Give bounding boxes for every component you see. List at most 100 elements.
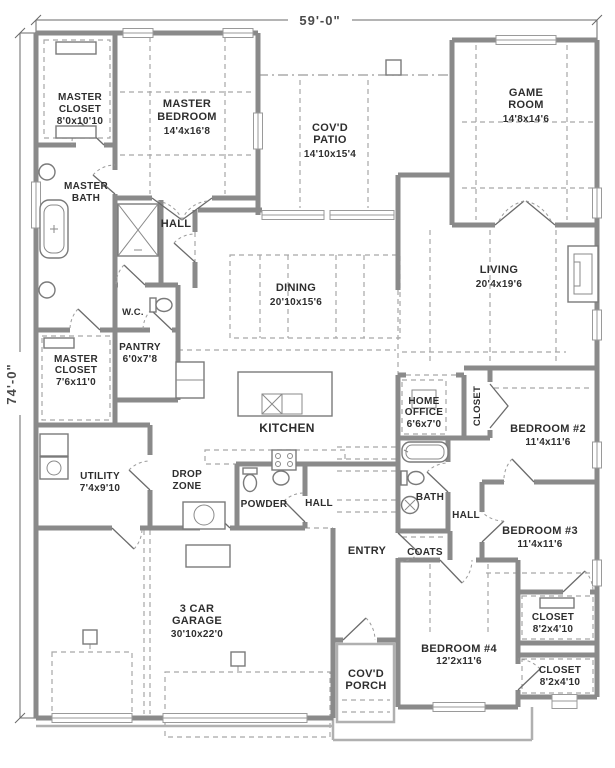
room-name: BEDROOM #3 bbox=[502, 525, 578, 537]
sink-drain bbox=[404, 499, 416, 511]
room-name: ZONE bbox=[173, 481, 202, 492]
room-name: BEDROOM #4 bbox=[421, 643, 497, 655]
toilet-icon bbox=[400, 470, 425, 486]
room-name: UTILITY bbox=[80, 471, 120, 482]
room-label-entry: ENTRY bbox=[348, 545, 387, 557]
window-icon bbox=[253, 112, 263, 150]
room-name: DINING bbox=[276, 282, 316, 294]
room-size: 6'0x7'8 bbox=[123, 354, 158, 365]
garage-door-icon bbox=[162, 713, 308, 723]
room-name: LIVING bbox=[480, 264, 518, 276]
room-label-game-room: GAME ROOM 14'8x14'6 bbox=[503, 87, 550, 125]
room-name: BEDROOM #2 bbox=[510, 423, 586, 435]
window-icon bbox=[592, 441, 602, 469]
room-size: 8'2x4'10 bbox=[540, 677, 581, 688]
window-icon bbox=[592, 559, 602, 587]
room-name: BEDROOM bbox=[157, 111, 217, 123]
room-size: 11'4x11'6 bbox=[525, 437, 570, 448]
room-label-pantry: PANTRY 6'0x7'8 bbox=[119, 342, 161, 365]
doors-layer bbox=[69, 121, 594, 691]
room-size: 11'4x11'6 bbox=[517, 539, 562, 550]
window-icon bbox=[222, 28, 254, 38]
room-label-home-office: HOME OFFICE 6'6x7'0 bbox=[405, 396, 443, 430]
room-label-bath: BATH bbox=[416, 492, 444, 503]
room-label-bedroom-2: BEDROOM #2 11'4x11'6 bbox=[510, 423, 586, 448]
room-size: 30'10x22'0 bbox=[171, 629, 223, 640]
utility-sink-icon bbox=[182, 501, 226, 530]
room-label-hall-master: HALL bbox=[161, 218, 192, 230]
room-name: COV'D bbox=[348, 668, 384, 680]
closet-shelf bbox=[539, 597, 575, 609]
desk-icon bbox=[401, 379, 447, 435]
water-heater-icon bbox=[185, 544, 231, 568]
room-name: CLOSET bbox=[532, 612, 574, 623]
room-size: 7'4x9'10 bbox=[80, 483, 121, 494]
room-name: MASTER bbox=[54, 354, 98, 365]
room-label-garage: 3 CAR GARAGE 30'10x22'0 bbox=[171, 603, 223, 640]
patio-slider-icon bbox=[329, 210, 395, 220]
washer-dryer-icon bbox=[39, 433, 69, 480]
room-name: MASTER bbox=[163, 98, 211, 110]
closet-shelf bbox=[55, 125, 97, 139]
room-label-master-bath: MASTER BATH bbox=[64, 181, 108, 204]
garage-door-icon bbox=[51, 713, 133, 723]
room-name: DROP bbox=[172, 469, 202, 480]
room-name: BATH bbox=[72, 193, 100, 204]
garage-post-icon bbox=[82, 629, 246, 667]
bathtub-icon bbox=[401, 441, 449, 463]
patio-column-icon bbox=[385, 59, 402, 76]
room-label-master-closet-2: MASTER CLOSET 7'6x11'0 bbox=[54, 354, 98, 388]
room-name: MASTER bbox=[64, 181, 108, 192]
kitchen-island bbox=[237, 371, 333, 417]
room-label-coats: COATS bbox=[407, 547, 443, 558]
room-label-master-closet-1: MASTER CLOSET 8'0x10'10 bbox=[57, 92, 104, 127]
sink-icon bbox=[38, 281, 56, 299]
room-label-hall-bed3: HALL bbox=[452, 510, 480, 521]
room-label-drop-zone: DROP ZONE bbox=[172, 469, 202, 492]
room-name: PANTRY bbox=[119, 342, 161, 353]
sink-icon bbox=[272, 470, 290, 486]
room-name: ROOM bbox=[508, 99, 543, 111]
room-name: OFFICE bbox=[405, 407, 443, 418]
dimension-left: 74'-0" bbox=[4, 27, 36, 724]
dimension-top: 59'-0" bbox=[30, 13, 603, 40]
room-size: 8'0x10'10 bbox=[57, 116, 104, 127]
room-label-bedroom-3: BEDROOM #3 11'4x11'6 bbox=[502, 525, 578, 550]
room-size: 20'4x19'6 bbox=[476, 279, 523, 290]
window-icon bbox=[592, 187, 602, 219]
porch-outline bbox=[36, 642, 534, 742]
toilet-icon bbox=[149, 297, 173, 313]
room-label-closet-bed2: CLOSET bbox=[472, 386, 483, 426]
room-label-wc: W.C. bbox=[122, 307, 144, 318]
window-icon bbox=[592, 309, 602, 341]
room-size: 14'10x15'4 bbox=[304, 149, 356, 160]
room-label-hall-powder: HALL bbox=[305, 498, 333, 509]
room-name: 3 CAR bbox=[180, 603, 215, 615]
window-icon bbox=[122, 28, 154, 38]
windows-layer bbox=[31, 28, 602, 723]
room-label-master-bedroom: MASTER BEDROOM 14'4x16'8 bbox=[157, 98, 217, 137]
room-name: HOME bbox=[408, 396, 439, 407]
closet-shelf bbox=[55, 41, 97, 55]
dimension-left-label: 74'-0" bbox=[4, 363, 19, 404]
bathtub-icon bbox=[39, 199, 69, 259]
room-name: GAME bbox=[509, 87, 543, 99]
room-label-living: LIVING 20'4x19'6 bbox=[476, 264, 523, 290]
sink-icon bbox=[38, 163, 56, 181]
room-size: 20'10x15'6 bbox=[270, 297, 322, 308]
room-size: 8'2x4'10 bbox=[533, 624, 574, 635]
room-name: PORCH bbox=[345, 680, 386, 692]
room-size: 14'8x14'6 bbox=[503, 114, 550, 125]
room-name: PATIO bbox=[313, 134, 347, 146]
room-size: 12'2x11'6 bbox=[436, 656, 482, 667]
room-label-closet-bed4: CLOSET 8'2x4'10 bbox=[539, 665, 581, 688]
dashed-detail-lines bbox=[41, 37, 594, 738]
room-label-utility: UTILITY 7'4x9'10 bbox=[80, 471, 121, 494]
toilet-icon bbox=[242, 467, 258, 493]
room-label-powder: POWDER bbox=[241, 499, 288, 510]
room-size: 14'4x16'8 bbox=[164, 126, 211, 137]
room-size: 6'6x7'0 bbox=[407, 419, 442, 430]
room-label-dining: DINING 20'10x15'6 bbox=[270, 282, 322, 308]
